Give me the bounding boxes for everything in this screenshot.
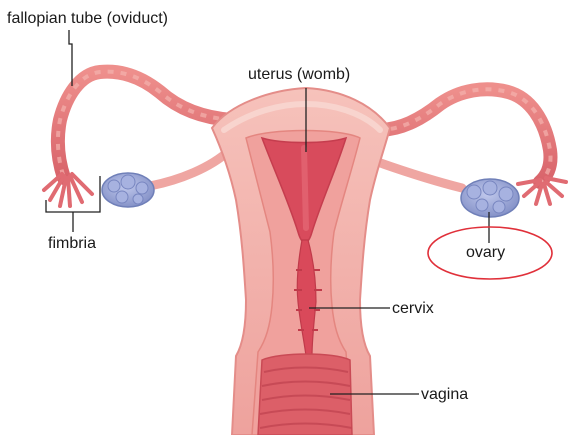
fimbria-label: fimbria [48, 236, 96, 252]
uterus-label: uterus (womb) [248, 67, 350, 83]
left-ovary [102, 173, 154, 207]
fallopian-tube-leader [69, 30, 72, 86]
fallopian-tube-label: fallopian tube (oviduct) [7, 11, 168, 27]
cervix-label: cervix [392, 301, 434, 317]
left-fimbriae [44, 174, 92, 206]
right-ovary [461, 179, 519, 217]
ovary-label: ovary [466, 245, 505, 261]
vagina-label: vagina [421, 387, 468, 403]
